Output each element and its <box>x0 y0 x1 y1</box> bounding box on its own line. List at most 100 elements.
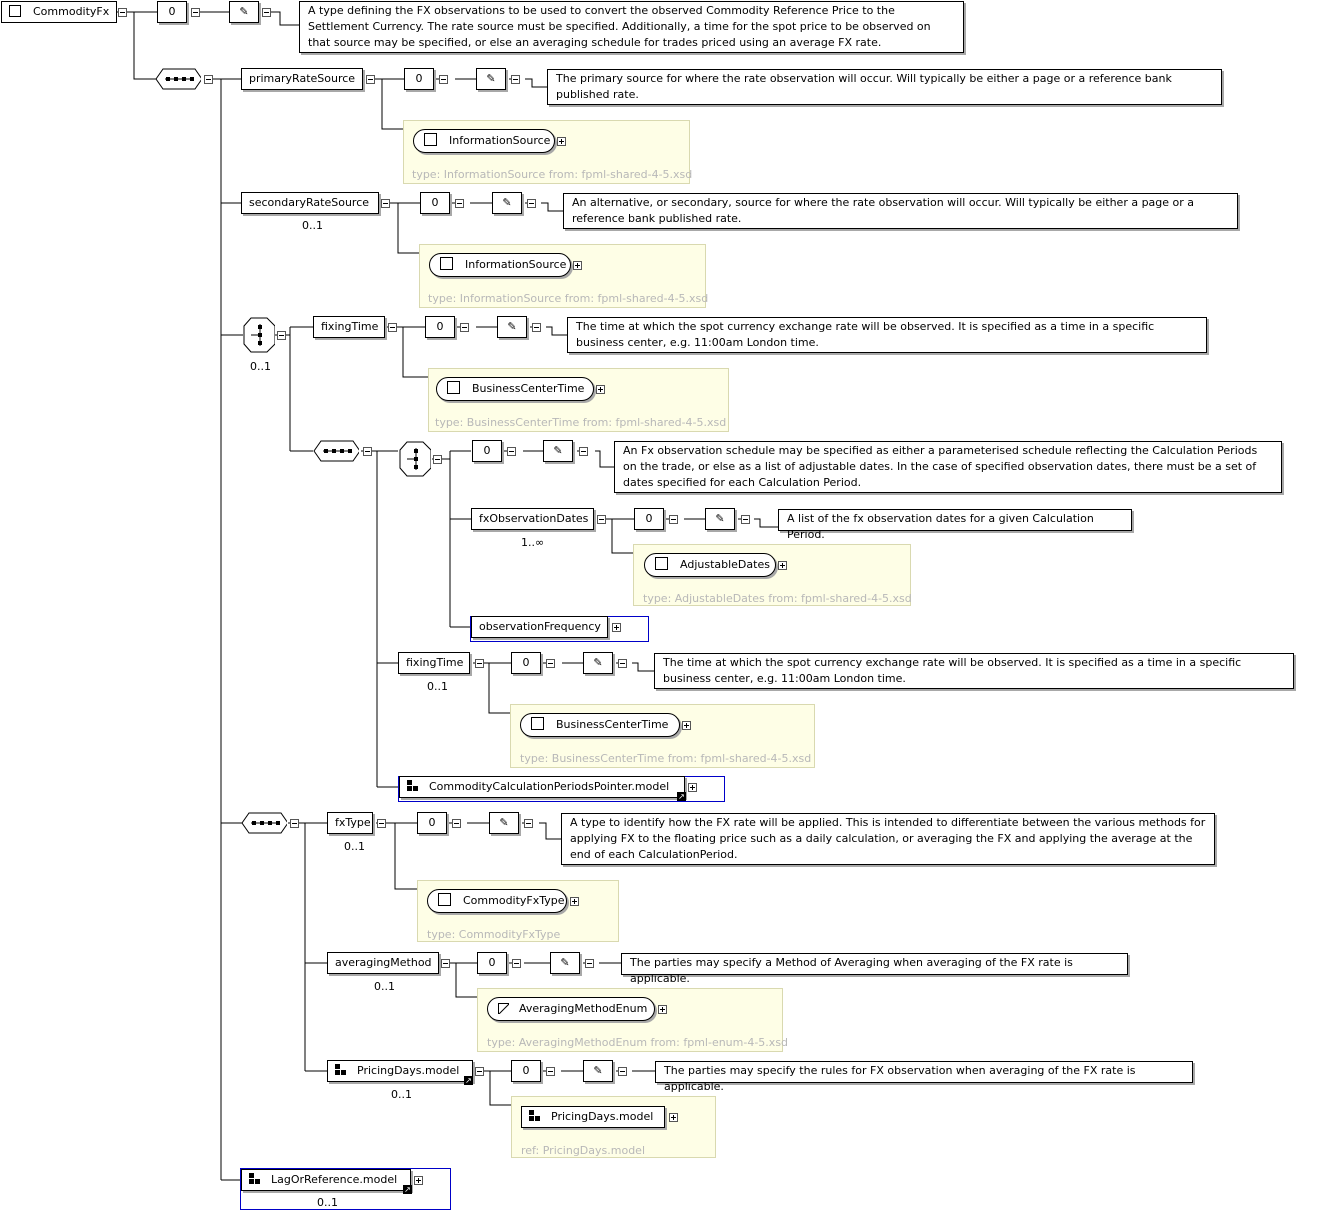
fx-observation-dates-doc: A list of the fx observation dates for a… <box>778 509 1132 541</box>
attributes-icon: 0 <box>472 440 502 462</box>
secondary-rate-source-element[interactable]: secondaryRateSource <box>241 192 379 214</box>
expand-toggle[interactable] <box>570 897 579 906</box>
collapse-toggle[interactable] <box>277 331 286 340</box>
fixing-time-element[interactable]: fixingTime <box>313 316 385 338</box>
expand-toggle[interactable] <box>557 137 566 146</box>
collapse-toggle[interactable] <box>546 659 555 668</box>
cardinality: 0..1 <box>427 680 448 693</box>
collapse-toggle[interactable] <box>475 659 484 668</box>
complex-type-icon <box>531 717 544 730</box>
business-center-time-type[interactable]: BusinessCenterTime <box>436 377 594 401</box>
sequence-icon[interactable] <box>155 68 201 90</box>
expand-toggle[interactable] <box>682 721 691 730</box>
expand-toggle[interactable] <box>669 1113 678 1122</box>
sequence-icon[interactable] <box>241 812 287 834</box>
collapse-toggle[interactable] <box>262 8 271 17</box>
collapse-toggle[interactable] <box>439 75 448 84</box>
secondary-rate-source-doc: An alternative, or secondary, source for… <box>563 193 1238 229</box>
attributes-icon: 0 <box>404 68 434 90</box>
fixing-time-element[interactable]: fixingTime <box>398 652 470 674</box>
collapse-toggle[interactable] <box>381 199 390 208</box>
expand-toggle[interactable] <box>596 385 605 394</box>
collapse-toggle[interactable] <box>452 819 461 828</box>
collapse-toggle[interactable] <box>741 515 750 524</box>
collapse-toggle[interactable] <box>433 455 442 464</box>
choice-icon[interactable] <box>243 317 275 353</box>
information-source-type[interactable]: InformationSource <box>413 129 555 153</box>
collapse-toggle[interactable] <box>460 323 469 332</box>
cardinality: 0..1 <box>344 840 365 853</box>
collapse-toggle[interactable] <box>512 959 521 968</box>
calculation-periods-group[interactable]: CommodityCalculationPeriodsPointer.model <box>399 776 685 798</box>
observation-schedule-doc: An Fx observation schedule may be specif… <box>614 441 1282 493</box>
annotation-icon: ✎ <box>492 192 522 214</box>
attributes-icon: 0 <box>417 812 447 834</box>
expand-toggle[interactable] <box>688 783 697 792</box>
reference-arrow-icon: ↗ <box>403 1185 412 1194</box>
collapse-toggle[interactable] <box>524 819 533 828</box>
complex-type-icon <box>655 557 668 570</box>
pricing-days-ref-group[interactable]: PricingDays.model <box>521 1106 665 1128</box>
annotation-icon: ✎ <box>476 68 506 90</box>
information-source-type[interactable]: InformationSource <box>429 253 571 277</box>
sequence-icon[interactable] <box>313 440 359 462</box>
collapse-toggle[interactable] <box>527 199 536 208</box>
type-info: type: InformationSource from: fpml-share… <box>428 292 709 305</box>
collapse-toggle[interactable] <box>618 1067 627 1076</box>
collapse-toggle[interactable] <box>455 199 464 208</box>
expand-toggle[interactable] <box>658 1005 667 1014</box>
lag-or-reference-group[interactable]: LagOrReference.model <box>241 1169 411 1191</box>
reference-arrow-icon: ↗ <box>677 792 686 801</box>
collapse-toggle[interactable] <box>579 447 588 456</box>
observation-frequency-element[interactable]: observationFrequency <box>471 616 608 638</box>
attributes-icon: 0 <box>425 316 455 338</box>
collapse-toggle[interactable] <box>507 447 516 456</box>
expand-toggle[interactable] <box>612 623 621 632</box>
collapse-toggle[interactable] <box>290 819 299 828</box>
annotation-icon: ✎ <box>543 440 573 462</box>
attributes-icon: 0 <box>477 952 507 974</box>
expand-toggle[interactable] <box>414 1176 423 1185</box>
root-element[interactable]: CommodityFx <box>1 1 117 23</box>
collapse-toggle[interactable] <box>366 75 375 84</box>
collapse-toggle[interactable] <box>618 659 627 668</box>
collapse-toggle[interactable] <box>191 8 200 17</box>
collapse-toggle[interactable] <box>597 515 606 524</box>
fx-observation-dates-element[interactable]: fxObservationDates <box>471 508 594 530</box>
complex-type-icon <box>440 257 453 270</box>
adjustable-dates-type[interactable]: AdjustableDates <box>644 553 776 577</box>
collapse-toggle[interactable] <box>546 1067 555 1076</box>
expand-toggle[interactable] <box>573 261 582 270</box>
choice-icon[interactable] <box>399 441 431 477</box>
annotation-icon: ✎ <box>583 1060 613 1082</box>
averaging-method-element[interactable]: averagingMethod <box>327 952 439 974</box>
pricing-days-group[interactable]: PricingDays.model <box>327 1060 473 1082</box>
averaging-method-doc: The parties may specify a Method of Aver… <box>621 953 1128 985</box>
collapse-toggle[interactable] <box>475 1067 484 1076</box>
attributes-icon: 0 <box>511 652 541 674</box>
primary-rate-source-element[interactable]: primaryRateSource <box>241 68 363 90</box>
collapse-toggle[interactable] <box>511 75 520 84</box>
collapse-toggle[interactable] <box>585 959 594 968</box>
collapse-toggle[interactable] <box>532 323 541 332</box>
simple-type-icon <box>498 1003 509 1014</box>
root-documentation: A type defining the FX observations to b… <box>299 1 964 53</box>
fx-type-element[interactable]: fxType <box>327 812 373 834</box>
collapse-toggle[interactable] <box>118 8 127 17</box>
lag-or-reference-ref <box>240 1168 451 1210</box>
collapse-toggle[interactable] <box>441 959 450 968</box>
collapse-toggle[interactable] <box>204 75 213 84</box>
fixing-time-doc: The time at which the spot currency exch… <box>654 653 1294 689</box>
expand-toggle[interactable] <box>778 561 787 570</box>
collapse-toggle[interactable] <box>388 323 397 332</box>
complex-type-icon <box>438 893 451 906</box>
attributes-icon: 0 <box>511 1060 541 1082</box>
averaging-method-enum-type[interactable]: AveragingMethodEnum <box>487 997 655 1021</box>
business-center-time-type[interactable]: BusinessCenterTime <box>520 713 680 737</box>
annotation-icon: ✎ <box>550 952 580 974</box>
collapse-toggle[interactable] <box>363 447 372 456</box>
commodity-fx-type[interactable]: CommodityFxType <box>427 889 567 913</box>
type-info: type: CommodityFxType <box>427 928 561 941</box>
collapse-toggle[interactable] <box>377 819 386 828</box>
collapse-toggle[interactable] <box>669 515 678 524</box>
